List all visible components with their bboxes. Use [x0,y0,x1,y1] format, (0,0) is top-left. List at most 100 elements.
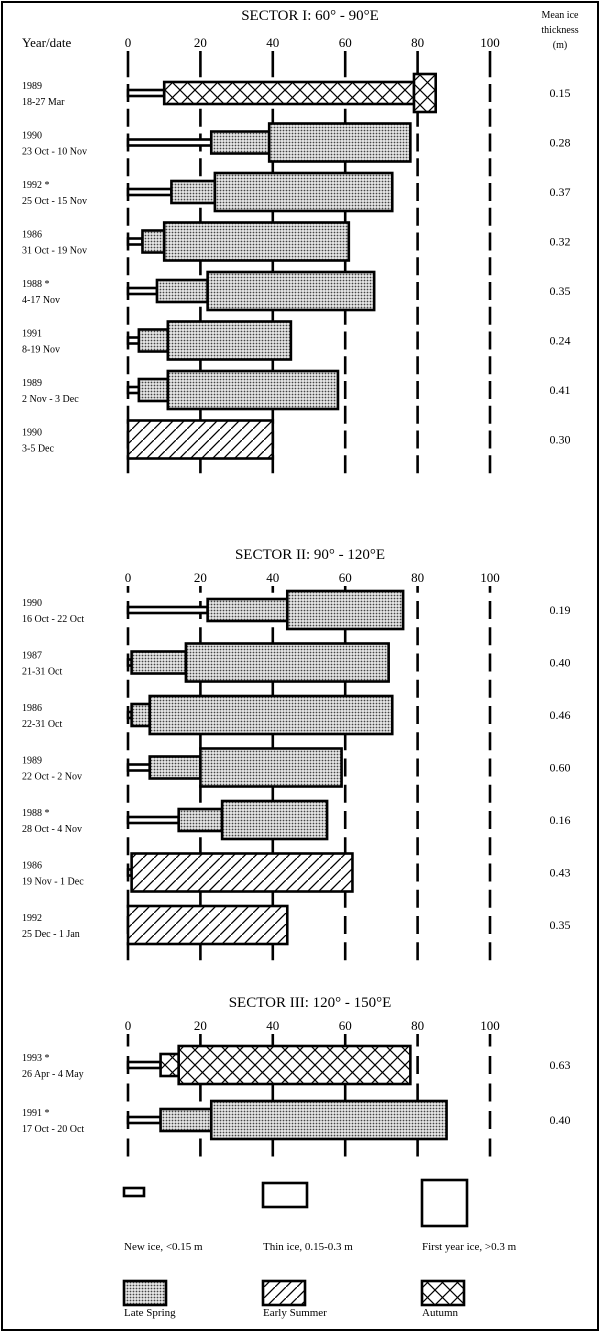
new-ice-bar [126,763,152,772]
row-year: 1990 [22,598,42,609]
row-dates: 3-5 Dec [22,444,54,455]
bar-row: 1989 22 Oct - 2 Nov 0.60 [22,747,571,788]
new-ice-bar [126,237,144,246]
row-dates: 18-27 Mar [22,97,65,108]
mean-thickness-header-1: Mean ice [542,10,579,21]
early-summer-legend-swatch [261,1279,307,1307]
first-year-ice-bar [162,221,351,262]
x-tick-label: 20 [194,570,207,585]
new-ice-bar [126,605,209,615]
year-date-header: Year/date [22,35,71,50]
mean-thickness-value: 0.35 [550,918,571,932]
new-ice-bar [126,815,180,825]
first-year-ice-bar [220,799,329,841]
row-year: 1987 [22,651,42,662]
first-year-ice-bar [209,1099,448,1141]
first-year-ice-bar [148,694,394,736]
x-tick-label: 80 [411,570,424,585]
mean-thickness-value: 0.40 [550,656,571,670]
bar-row: 1993 * 26 Apr - 4 May 0.63 [22,1044,571,1086]
x-tick-label: 100 [480,570,500,585]
x-tick-label: 100 [480,35,500,50]
thin-ice-bar [137,377,170,403]
row-dates: 2 Nov - 3 Dec [22,394,79,405]
thin-ice-bar [141,229,166,254]
mean-thickness-header-3: (m) [553,40,567,51]
first-year-ice-bar [126,419,275,460]
new-ice-bar [126,138,213,147]
new-ice-bar [126,286,159,296]
row-year: 1989 [22,81,42,92]
thin-ice-bar [162,80,416,106]
row-dates: 22 Oct - 2 Nov [22,772,82,783]
x-tick-label: 80 [411,1018,424,1033]
mean-thickness-value: 0.37 [550,185,571,199]
row-year: 1993 * [22,1053,50,1064]
mean-thickness-value: 0.28 [550,136,571,150]
legend-label: Late Spring [124,1307,176,1319]
x-tick-label: 40 [266,1018,279,1033]
bar-row: 1990 23 Oct - 10 Nov 0.28 [22,122,571,163]
mean-thickness-header-2: thickness [541,25,578,36]
thin-ice-bar [170,179,217,205]
x-tick-label: 40 [266,570,279,585]
mean-thickness-value: 0.63 [550,1058,571,1072]
row-year: 1991 * [22,1108,50,1119]
new-ice-bar [126,385,141,395]
thin-ice-legend-swatch [261,1181,309,1209]
row-dates: 31 Oct - 19 Nov [22,246,87,257]
first-year-ice-bar [206,270,376,312]
x-tick-label: 0 [125,35,132,50]
legend-label: New ice, <0.15 m [124,1241,203,1253]
row-dates: 23 Oct - 10 Nov [22,147,87,158]
mean-thickness-value: 0.46 [550,708,571,722]
new-ice-bar [126,1115,162,1125]
sector-title: SECTOR III: 120° - 150°E [229,995,392,1011]
mean-thickness-value: 0.60 [550,761,571,775]
x-tick-label: 20 [194,1018,207,1033]
row-year: 1990 [22,131,42,142]
row-year: 1989 [22,756,42,767]
x-tick-label: 40 [266,35,279,50]
row-dates: 17 Oct - 20 Oct [22,1124,84,1135]
x-tick-label: 60 [339,35,352,50]
x-tick-label: 20 [194,35,207,50]
first-year-ice-bar [184,642,390,683]
x-tick-label: 100 [480,1018,500,1033]
row-year: 1988 * [22,808,50,819]
autumn-legend-swatch [420,1279,466,1307]
first-year-ice-bar [126,904,289,946]
sector-title: SECTOR II: 90° - 120°E [235,547,385,563]
thin-ice-bar [159,1107,213,1133]
row-dates: 16 Oct - 22 Oct [22,614,84,625]
row-year: 1991 [22,329,42,340]
legend-label: Thin ice, 0.15-0.3 m [263,1241,353,1253]
first-year-ice-bar [166,369,340,411]
mean-thickness-value: 0.16 [550,813,571,827]
row-year: 1988 * [22,279,50,290]
row-year: 1990 [22,428,42,439]
first-year-ice-legend-swatch [420,1178,469,1228]
mean-thickness-value: 0.41 [550,383,571,397]
thin-ice-bar [137,328,170,353]
x-tick-label: 0 [125,1018,132,1033]
row-dates: 26 Apr - 4 May [22,1069,84,1080]
row-dates: 4-17 Nov [22,295,60,306]
first-year-ice-bar [285,589,405,631]
first-year-ice-bar [177,1044,412,1086]
thin-ice-bar [209,130,271,155]
mean-thickness-value: 0.19 [550,603,571,617]
